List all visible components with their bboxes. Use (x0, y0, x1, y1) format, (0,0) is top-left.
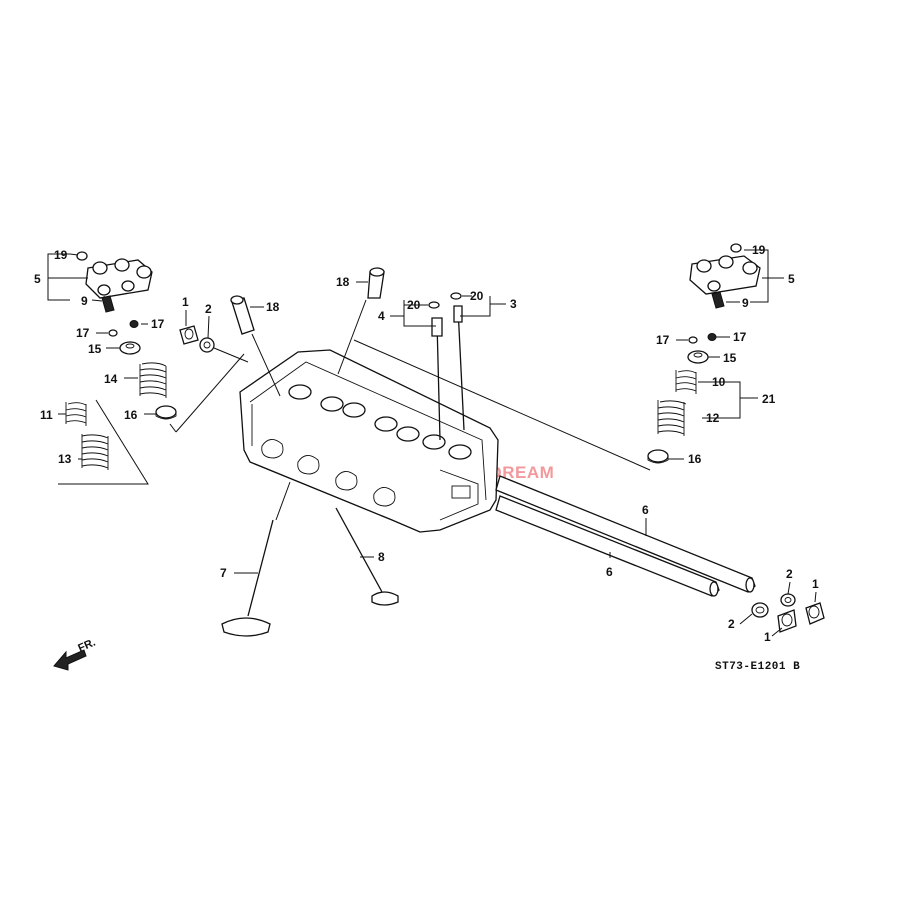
lock-nut-19-right (730, 243, 742, 253)
callout-3: 3 (510, 297, 517, 311)
oil-jet-3 (453, 305, 465, 431)
callout-5: 5 (34, 272, 41, 286)
sealing-washer-2b (780, 593, 796, 607)
adjusting-screw-9-left (101, 295, 115, 313)
o-ring-20-b (450, 292, 462, 300)
callout-6: 6 (642, 503, 649, 517)
cylinder-head (239, 349, 499, 533)
lock-nut-19-left (76, 251, 88, 261)
callout-2: 2 (205, 302, 212, 316)
callout-10: 10 (712, 375, 726, 389)
front-direction-indicator: FR. (53, 637, 97, 671)
outer-spring-12-right (657, 400, 687, 436)
callout-8: 8 (378, 550, 385, 564)
spring-seat-16-right (647, 449, 669, 464)
callout-11: 11 (40, 408, 53, 422)
spring-retainer-15-right (687, 350, 709, 364)
callout-17: 17 (656, 333, 670, 347)
rocker-shaft-lower (495, 495, 720, 597)
callout-15: 15 (723, 351, 737, 365)
callout-9: 9 (742, 296, 749, 310)
callout-5: 5 (788, 272, 795, 286)
callout-17: 17 (76, 326, 90, 340)
callout-20: 20 (407, 298, 421, 312)
callout-16: 16 (688, 452, 702, 466)
callout-7: 7 (220, 566, 227, 580)
callout-16: 16 (124, 408, 138, 422)
leader-lines (47, 249, 817, 637)
intake-ports (261, 439, 396, 507)
callout-12: 12 (706, 411, 720, 425)
sealing-washer-2a (751, 602, 769, 618)
spring-seat-16-left (155, 405, 177, 420)
callout-1: 1 (764, 630, 771, 644)
valve-cotter-17-right-b (707, 333, 717, 341)
callout-2: 2 (728, 617, 735, 631)
valve-guide-18-left (230, 295, 255, 335)
callout-17: 17 (733, 330, 747, 344)
callout-2: 2 (786, 567, 793, 581)
valve-washer-2-left (199, 337, 215, 353)
callout-20: 20 (470, 289, 484, 303)
inner-spring-11 (65, 402, 87, 426)
intake-valve (221, 519, 274, 637)
valve-cotter-17-left-a (108, 329, 118, 337)
callout-18: 18 (336, 275, 350, 289)
valve-guide-18-center (367, 267, 385, 299)
rocker-shaft-upper (495, 475, 756, 593)
valve-seal-1-left (179, 325, 199, 345)
sealing-bolt-1b (805, 602, 825, 625)
callout-15: 15 (88, 342, 102, 356)
callout-9: 9 (81, 294, 88, 308)
callout-18: 18 (266, 300, 280, 314)
callout-6: 6 (606, 565, 613, 579)
callout-19: 19 (752, 243, 766, 257)
rocker-arm-assembly-left (85, 258, 153, 299)
rocker-arm-assembly-right (689, 255, 761, 295)
callout-labels: 19 5 9 17 17 15 14 11 13 16 1 2 18 18 4 … (34, 243, 819, 644)
callout-21: 21 (762, 392, 776, 406)
callout-19: 19 (54, 248, 68, 262)
adjusting-screw-9-right (711, 291, 725, 309)
exhaust-valve (335, 507, 399, 606)
outer-spring-13 (81, 434, 109, 470)
o-ring-20-a (428, 301, 440, 309)
diagram-reference-code: ST73-E1201 B (715, 661, 800, 673)
sealing-bolt-1a (777, 609, 797, 633)
oil-jet-4 (431, 317, 443, 441)
callout-14: 14 (104, 372, 118, 386)
valve-cotter-17-right-a (688, 336, 698, 344)
outer-spring-14-left (139, 362, 167, 398)
cam-journals (288, 384, 472, 460)
callout-4: 4 (378, 309, 385, 323)
spring-group-bracket (58, 399, 149, 485)
front-arrow-label: FR. (76, 637, 97, 655)
callout-1: 1 (182, 295, 189, 309)
callout-17: 17 (151, 317, 165, 331)
inner-spring-10-right (675, 370, 697, 394)
spring-retainer-15-left (119, 341, 141, 355)
callout-1: 1 (812, 577, 819, 591)
callout-13: 13 (58, 452, 72, 466)
valve-cotter-17-left-b (129, 320, 139, 328)
